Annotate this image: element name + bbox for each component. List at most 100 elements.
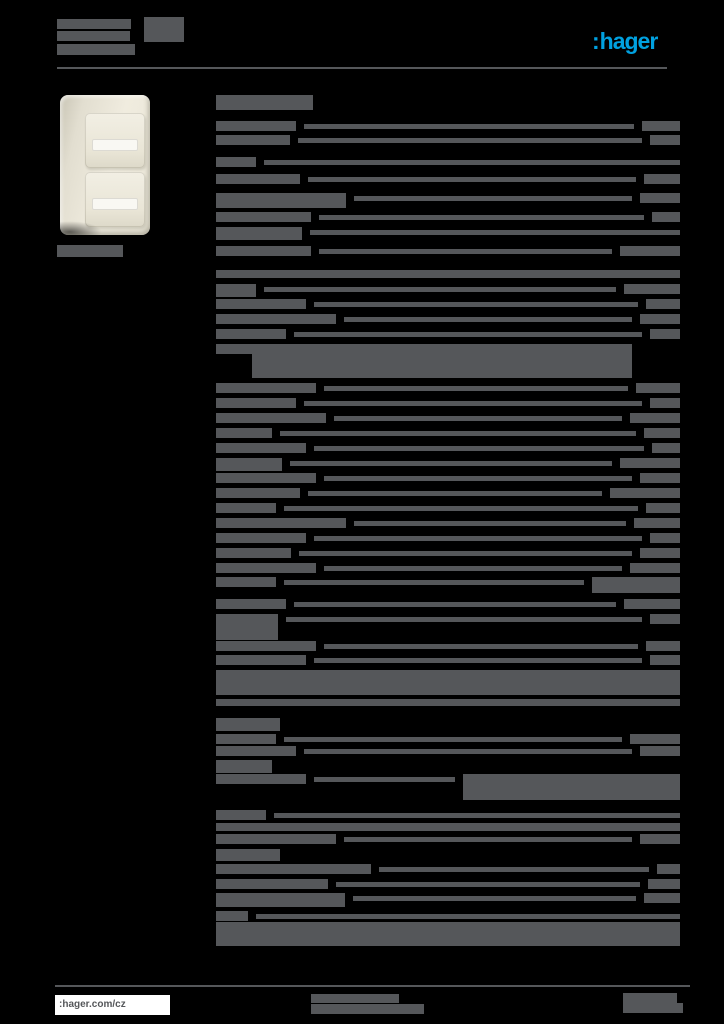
footer-page-bar [623,993,677,1013]
spec-leader-line [304,749,632,754]
spec-row-value [648,879,680,889]
switch-module-bottom [85,172,145,227]
spec-row-label [216,734,276,744]
footer-meta-bar [311,994,399,1003]
spec-value-block [252,344,632,378]
spec-row-value [640,548,680,558]
spec-text-block [216,922,680,946]
spec-row-label [216,329,286,339]
spec-full-bar [216,823,680,831]
spec-section-header-bar [216,849,280,861]
spec-leader-line [299,551,632,556]
spec-row-value [640,314,680,324]
spec-row-label [216,299,306,309]
footer-website-link[interactable]: :hager.com/cz [59,999,126,1010]
spec-row-label [216,746,296,756]
spec-row-label [216,503,276,513]
spec-row-label [216,458,282,471]
spec-row-value [652,443,680,453]
spec-leader-line [298,138,642,143]
spec-leader-line [324,644,638,649]
spec-leader-line [314,536,642,541]
spec-row-label [216,473,316,483]
spec-value-block [592,577,680,593]
spec-row-label [216,157,256,167]
spec-row-label [216,212,311,222]
spec-leader-line [324,476,632,481]
spec-leader-line [284,506,638,511]
spec-leader-line [354,196,632,201]
logo-text: hager [599,28,659,54]
spec-leader-line [314,302,638,307]
spec-row-label [216,398,296,408]
spec-row-value [634,518,680,528]
title-text-bar [57,19,131,29]
spec-row-value [630,563,680,573]
product-photo [56,95,150,239]
spec-leader-line [344,837,632,842]
spec-row-label [216,864,371,874]
spec-row-label [216,246,311,256]
spec-full-bar [216,699,680,706]
footer-meta-bar [311,1004,424,1014]
spec-leader-line [319,215,644,220]
spec-row-label [216,314,336,324]
title-text-bar [57,44,135,55]
spec-row-value [636,383,680,393]
spec-leader-line [286,617,642,622]
spec-row-value [644,428,680,438]
spec-row-label [216,428,272,438]
spec-row-label [216,121,296,131]
spec-leader-line [308,491,602,496]
spec-row-value [657,864,680,874]
spec-row-label [216,488,300,498]
spec-text-block [216,670,680,695]
spec-row-label [216,614,278,640]
spec-row-value [630,734,680,744]
spec-row-label [216,284,256,297]
spec-section-header-bar [216,95,313,110]
spec-leader-line [324,386,628,391]
spec-leader-line [353,896,636,901]
spec-row-label [216,893,345,907]
spec-row-value [624,599,680,609]
header-rule [57,67,667,69]
spec-full-bar [216,270,680,278]
rocker-label-strip [92,198,138,210]
spec-row-label [216,834,336,844]
spec-leader-line [304,401,642,406]
spec-row-value [650,135,680,145]
spec-row-label [216,599,286,609]
footer-rule [55,985,690,987]
spec-leader-line [280,431,636,436]
spec-row-value [646,641,680,651]
spec-leader-line [336,882,640,887]
spec-leader-line [294,332,642,337]
spec-row-label [216,383,316,393]
spec-leader-line [324,566,622,571]
footer-website-box: :hager.com/cz [55,995,170,1015]
spec-row-label [216,879,328,889]
spec-row-value [640,473,680,483]
spec-row-value [646,299,680,309]
spec-leader-line [284,737,622,742]
spec-row-label [216,135,290,145]
title-text-bar [57,31,130,41]
spec-leader-line [379,867,649,872]
spec-row-label [216,577,276,587]
spec-leader-line [256,914,680,919]
product-code-badge-bar [144,17,184,42]
spec-leader-line [284,580,584,585]
footer-page-bar [677,1003,683,1013]
spec-leader-line [264,160,680,165]
spec-row-value [650,533,680,543]
spec-row-label [216,810,266,820]
spec-leader-line [304,124,634,129]
spec-row-value [640,746,680,756]
spec-row-label [216,548,291,558]
spec-row-label [216,344,252,354]
spec-row-value [646,503,680,513]
spec-row-label [216,641,316,651]
spec-row-label [216,774,306,784]
